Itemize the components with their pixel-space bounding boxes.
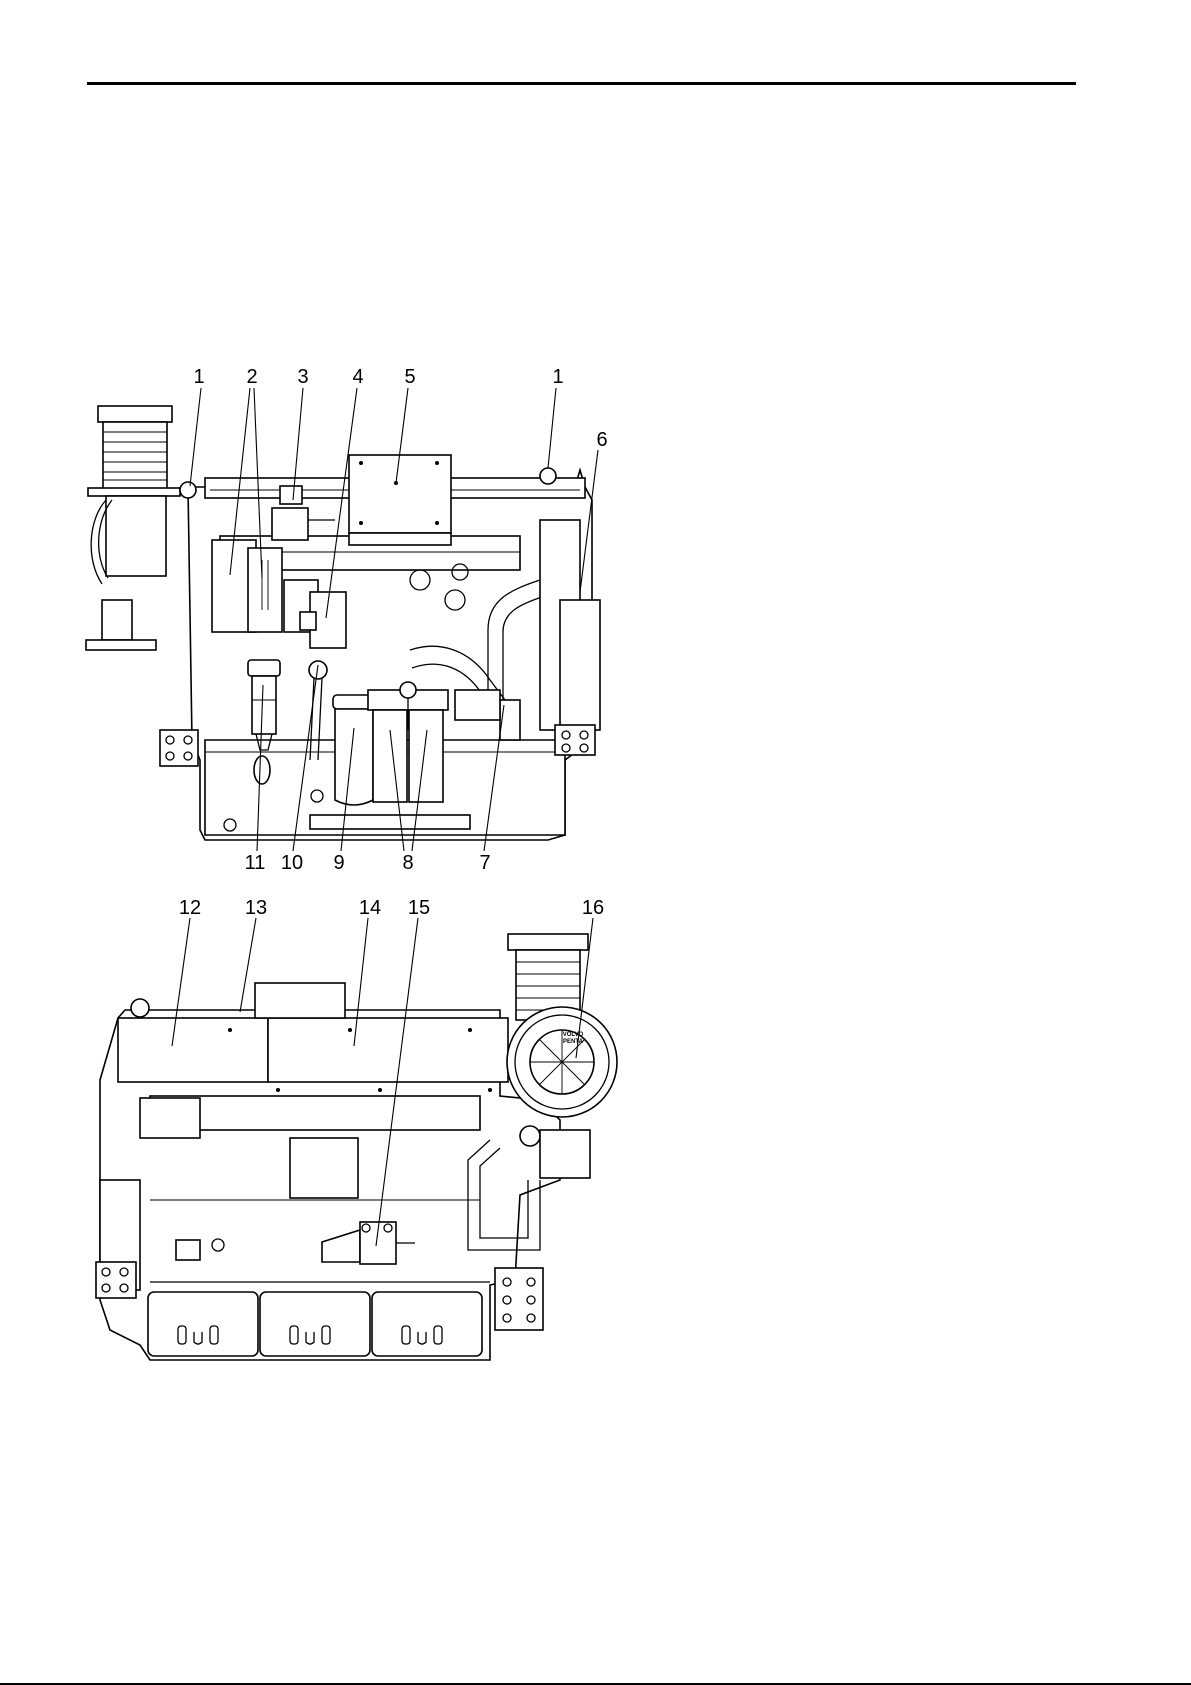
top-mount-plate [349,455,451,545]
callout-12: 12 [179,897,201,919]
callout-9: 9 [333,852,344,874]
oil-filter-9 [333,695,375,805]
lifting-eye-front [180,482,196,498]
callout-1-top-left: 1 [193,366,204,388]
callout-3: 3 [297,366,308,388]
exhaust-bellows [88,406,180,584]
callout-1-top-right: 1 [552,366,563,388]
side-covers [148,1292,482,1356]
callout-4: 4 [352,366,363,388]
callout-14: 14 [359,897,381,919]
air-filter-16: VOLVO PENTA [507,1007,617,1117]
callout-15: 15 [408,897,430,919]
callout-11: 11 [245,852,266,874]
callout-6: 6 [596,429,607,451]
callout-16: 16 [582,897,604,919]
engine-bottom-view: VOLVO PENTA [96,897,617,1360]
callout-13: 13 [245,897,267,919]
callout-10: 10 [281,852,303,874]
callout-7: 7 [479,852,490,874]
callout-2: 2 [246,366,257,388]
exhaust-bellows-right [508,934,588,1020]
brand-stamp-line-1: VOLVO [563,1032,584,1038]
callout-8: 8 [402,852,413,874]
callout-5: 5 [404,366,415,388]
brand-stamp-line-2: PENTA [563,1039,584,1045]
engine-top-view: 1 2 3 4 5 1 6 11 10 9 8 7 [86,366,608,874]
lifting-eye-rear [540,468,556,484]
